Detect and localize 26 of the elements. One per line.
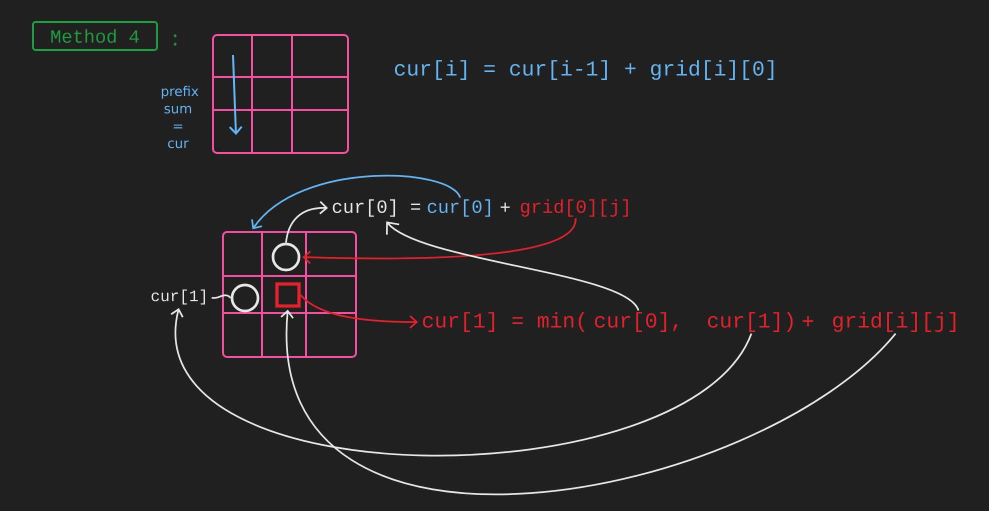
circle-marker xyxy=(230,284,260,312)
note-text: prefix sum = cur xyxy=(162,86,198,148)
equation: cur[i] = cur[i-1] + grid[i][0] xyxy=(394,60,774,80)
equation-term: cur[0] xyxy=(428,199,490,217)
arrow xyxy=(386,221,640,311)
grid xyxy=(222,231,357,358)
plus-sign: + xyxy=(802,316,814,326)
arrow xyxy=(285,201,328,243)
arrow xyxy=(280,310,896,494)
arrow xyxy=(170,308,752,456)
colon: : xyxy=(174,34,176,46)
variable-label: cur[1] xyxy=(152,290,205,304)
equation-term: grid[i][j] xyxy=(833,312,956,332)
equation-term: cur[0] = xyxy=(332,199,420,217)
plus-sign: + xyxy=(500,202,510,212)
equation-term: cur[1] = min( xyxy=(422,312,584,332)
method-box: Method 4 xyxy=(32,21,158,51)
arrow xyxy=(302,218,576,264)
square-marker xyxy=(275,282,301,308)
equation-term: cur[1]) xyxy=(708,312,793,332)
connector-line xyxy=(212,294,232,299)
equation-term: cur[0], xyxy=(594,312,678,332)
equation-term: grid[0][j] xyxy=(520,199,628,217)
arrow xyxy=(251,174,461,230)
arrow xyxy=(300,294,418,329)
circle-marker xyxy=(272,242,300,272)
